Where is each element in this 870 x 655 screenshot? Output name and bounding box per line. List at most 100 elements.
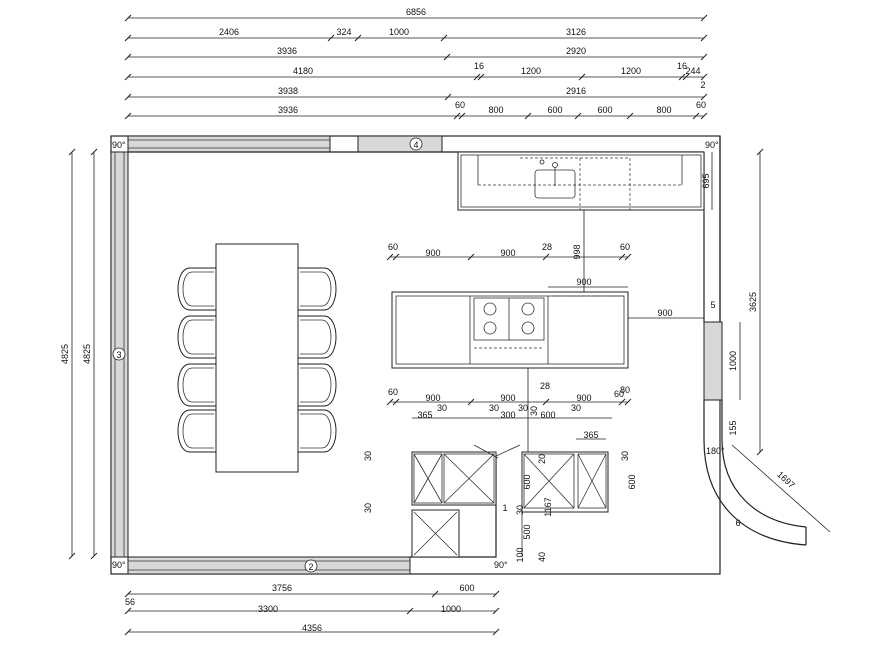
dim-tall-500: 500 <box>522 524 532 539</box>
svg-text:3: 3 <box>116 350 121 360</box>
chair <box>177 315 217 359</box>
dim-top-3936a: 3936 <box>277 46 297 56</box>
angle-top-right: 90° <box>705 140 719 150</box>
dim-right-1697: 1697 <box>775 469 797 490</box>
dim-bottom-4356: 4356 <box>302 623 322 633</box>
left-dimensions: 4825 4825 <box>60 148 98 560</box>
chair <box>297 315 337 359</box>
marker-2: 2 <box>304 559 318 573</box>
dim-bottom-3300: 3300 <box>258 604 278 614</box>
dim-island-b28: 28 <box>540 381 550 391</box>
marker-1: 1 <box>502 503 507 513</box>
dim-tall-20: 20 <box>537 454 547 464</box>
burner-icon <box>483 321 497 335</box>
dim-top-600b: 600 <box>597 105 612 115</box>
dim-island-b60a: 60 <box>388 387 398 397</box>
dim-top-2916: 2916 <box>566 86 586 96</box>
dim-island-b80: 80 <box>620 385 630 395</box>
chair <box>177 409 217 453</box>
dim-tall-40: 40 <box>537 552 547 562</box>
dim-island-b900c: 900 <box>576 393 591 403</box>
dim-island-900b: 900 <box>500 248 515 258</box>
burner-icon <box>521 321 535 335</box>
dim-right-1000: 1000 <box>728 351 738 371</box>
dim-top-800b: 800 <box>656 105 671 115</box>
dim-tall-600a: 600 <box>522 474 532 489</box>
angle-top-left: 90° <box>112 140 126 150</box>
dim-island-b900b: 900 <box>500 393 515 403</box>
dim-island-60b: 60 <box>620 242 630 252</box>
chair <box>297 363 337 407</box>
top-counter <box>457 151 705 211</box>
dim-island-b900a: 900 <box>425 393 440 403</box>
dim-lower-30a: 30 <box>437 403 447 413</box>
dim-top-600a: 600 <box>547 105 562 115</box>
burner-icon <box>483 302 497 316</box>
dining-table <box>215 243 299 473</box>
svg-text:4: 4 <box>413 140 418 150</box>
dim-lower-600: 600 <box>540 410 555 420</box>
dim-tall-30d: 30 <box>515 505 525 515</box>
dim-island-28: 28 <box>542 242 552 252</box>
dim-top-1200a: 1200 <box>521 66 541 76</box>
chair <box>177 267 217 311</box>
angle-bottom-mid: 90° <box>494 560 508 570</box>
dim-island-60a: 60 <box>388 242 398 252</box>
dim-top-60a: 60 <box>455 100 465 110</box>
dim-bottom-1000: 1000 <box>441 604 461 614</box>
dim-top-1000: 1000 <box>389 27 409 37</box>
lower-cabinet-dimensions: 365 30 30 30 600 600 30 1167 500 100 20 … <box>363 406 637 563</box>
dim-right-695: 695 <box>701 173 711 188</box>
dim-island-900a: 900 <box>425 248 440 258</box>
top-dimensions: 6856 2406 324 1000 3126 3936 2920 4180 1… <box>124 7 708 120</box>
marker-3: 3 <box>112 347 126 361</box>
dim-top-16b: 16 <box>677 61 687 71</box>
dim-right-3625: 3625 <box>748 292 758 312</box>
dim-top-16a: 16 <box>474 61 484 71</box>
lower-cabinets <box>411 444 609 558</box>
marker-6: 6 <box>735 518 740 528</box>
dim-top-4180: 4180 <box>293 66 313 76</box>
wall-bottom <box>127 556 411 575</box>
dim-tall-1167: 1167 <box>543 497 553 516</box>
kitchen-island <box>391 291 629 369</box>
dim-bottom-3756: 3756 <box>272 583 292 593</box>
dim-top-2920: 2920 <box>566 46 586 56</box>
dim-tall-365: 365 <box>583 430 598 440</box>
dim-tall-30e: 30 <box>529 406 539 416</box>
dim-lower-30c: 30 <box>518 403 528 413</box>
dim-lower-30d: 30 <box>571 403 581 413</box>
dim-top-800a: 800 <box>488 105 503 115</box>
dining-chairs <box>177 267 337 453</box>
angle-bottom-left: 90° <box>112 560 126 570</box>
chair <box>177 363 217 407</box>
dim-top-3938: 3938 <box>278 86 298 96</box>
dim-top-3936b: 3936 <box>278 105 298 115</box>
burner-icon <box>521 302 535 316</box>
dim-tall-30c: 30 <box>620 451 630 461</box>
dim-tall-100: 100 <box>515 547 525 562</box>
wall-right-grey <box>703 321 723 401</box>
dim-bottom-600: 600 <box>459 583 474 593</box>
dim-top-324: 324 <box>336 27 351 37</box>
curved-wall-outer <box>703 439 807 546</box>
window-4 <box>357 135 443 153</box>
dim-bottom-56: 56 <box>125 597 135 607</box>
dim-tall-30a: 30 <box>363 451 373 461</box>
island-top-dimensions: 60 900 900 28 60 900 998 900 <box>386 210 704 319</box>
dim-top-1200b: 1200 <box>621 66 641 76</box>
dim-right-155: 155 <box>728 420 738 435</box>
dim-tall-30b: 30 <box>363 503 373 513</box>
chair <box>297 267 337 311</box>
marker-5: 5 <box>710 300 715 310</box>
dim-top-3126: 3126 <box>566 27 586 37</box>
wall-top-left <box>127 135 331 153</box>
dim-island-998: 998 <box>572 244 582 259</box>
chair <box>297 409 337 453</box>
dim-island-b60b: 60 <box>614 389 624 399</box>
dim-island-900d: 900 <box>657 308 672 318</box>
svg-text:2: 2 <box>308 562 313 572</box>
dim-lower-365a: 365 <box>417 410 432 420</box>
dim-top-2406: 2406 <box>219 27 239 37</box>
